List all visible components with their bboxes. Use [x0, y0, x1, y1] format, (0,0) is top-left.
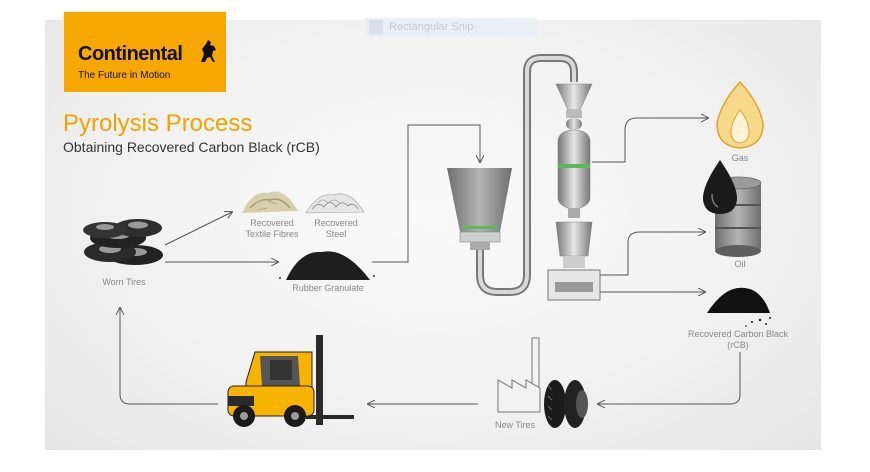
rcb-label-line2: (rCB): [727, 340, 749, 350]
gas-label: Gas: [731, 153, 749, 163]
oil-label: Oil: [734, 259, 746, 269]
hopper-funnel: [447, 168, 512, 250]
snip-icon[interactable]: [369, 20, 383, 34]
textile-fibres-pile: [242, 191, 298, 213]
rubber-granulate-label: Rubber Granulate: [292, 283, 364, 293]
worn-tires-icon: [83, 219, 163, 265]
steel-label-line1: Recovered: [314, 218, 358, 228]
rcb-label: Recovered Carbon Black (rCB): [680, 329, 796, 351]
logo-slogan: The Future in Motion: [78, 70, 171, 81]
textile-label-line1: Recovered: [250, 218, 294, 228]
logo-brand: Continental: [78, 43, 183, 65]
horse-icon: [201, 40, 216, 62]
worn-tires-label: Worn Tires: [102, 277, 146, 287]
carbon-black-pile: [707, 287, 771, 327]
textile-fibres-label: Recovered Textile Fibres: [232, 218, 312, 240]
steel-pile: [305, 193, 365, 214]
textile-label-line2: Textile Fibres: [245, 229, 299, 239]
new-tires-label: New Tires: [494, 420, 535, 430]
snip-label: Rectangular Snip: [389, 21, 474, 33]
page-title: Pyrolysis Process: [63, 110, 253, 137]
steel-label: Recovered Steel: [305, 218, 367, 240]
forklift-icon: [227, 335, 354, 427]
new-tires-icon: [544, 380, 588, 428]
rcb-label-line1: Recovered Carbon Black: [687, 329, 789, 339]
page-subtitle: Obtaining Recovered Carbon Black (rCB): [63, 139, 320, 155]
rubber-granulate-pile: [279, 251, 375, 280]
gas-flame-icon: [716, 80, 764, 149]
continental-logo: Continental The Future in Motion: [64, 12, 226, 92]
snip-toolbar[interactable]: Rectangular Snip: [365, 18, 537, 36]
factory-icon: [497, 337, 541, 413]
steel-label-line2: Steel: [325, 229, 347, 239]
oil-barrel-icon: [702, 160, 762, 257]
pyrolysis-column: [547, 83, 601, 301]
